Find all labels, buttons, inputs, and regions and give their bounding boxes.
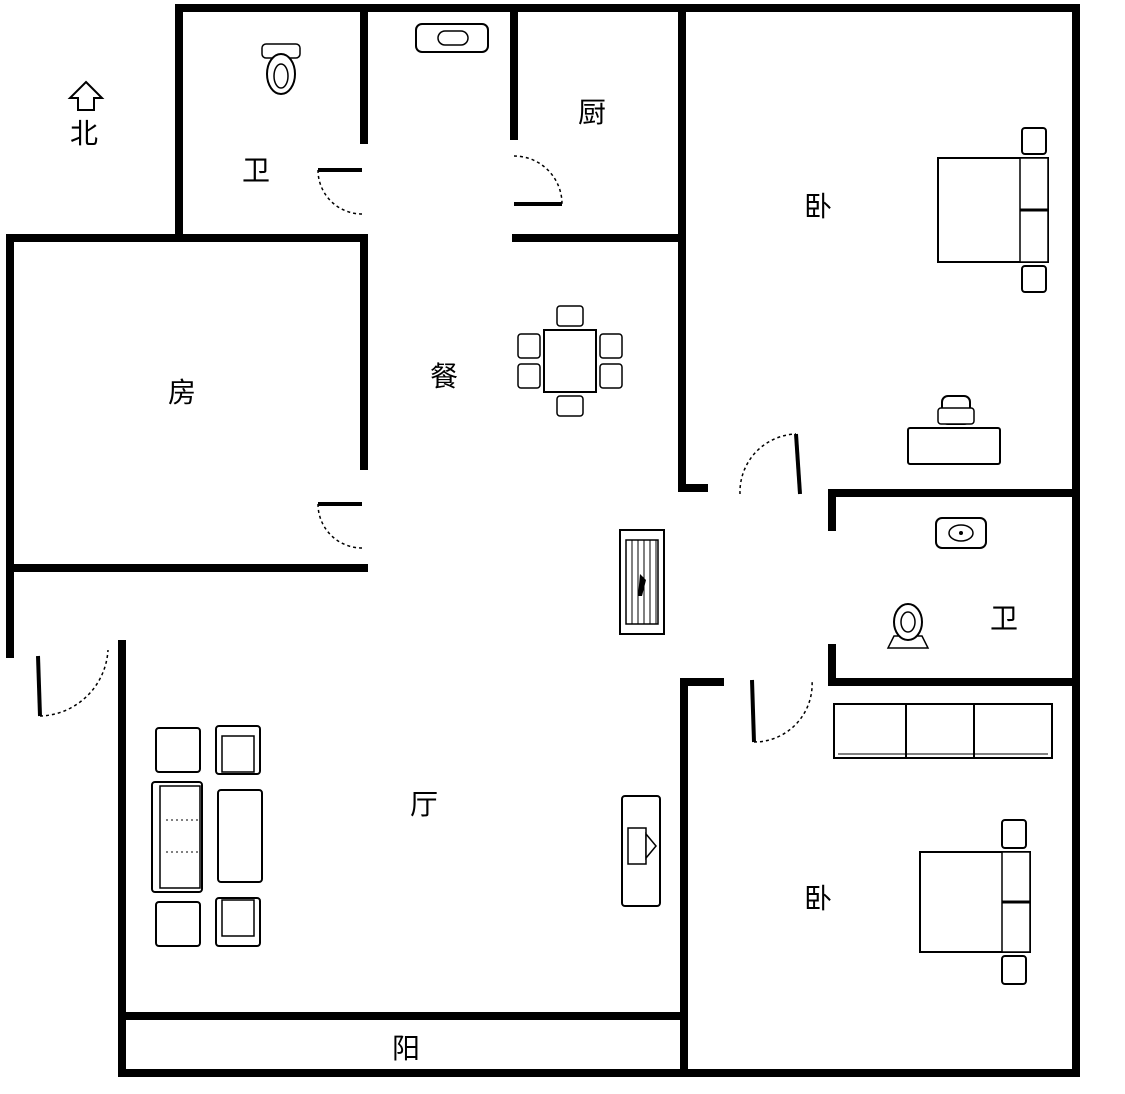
door-bath-north-swing	[317, 169, 363, 215]
cabinet-icon	[619, 529, 665, 635]
wall-bath2-south	[828, 678, 1080, 686]
wall-bath-west	[175, 4, 183, 240]
wall-study-south	[6, 564, 368, 572]
doors	[36, 155, 813, 743]
north-arrow-icon	[67, 80, 105, 111]
door-bedroom1-leaf	[794, 433, 802, 495]
door-study-swing	[317, 503, 363, 549]
sofa-set-icon	[151, 725, 263, 947]
door-bedroom2-swing	[753, 679, 813, 743]
room-label-bedroom-master: 卧	[804, 190, 832, 223]
washbasin-icon	[415, 23, 489, 53]
wall-bath2-north	[830, 489, 1080, 497]
wardrobe-icon	[833, 703, 1053, 759]
toilet-icon	[261, 43, 301, 95]
dining-table-icon	[517, 305, 623, 417]
room-label-living: 厅	[410, 788, 438, 821]
room-label-bathroom-east: 卫	[990, 602, 1018, 635]
wall-south	[118, 1069, 1080, 1077]
wall-east	[1072, 4, 1080, 1077]
wall-bed1-south-left	[678, 484, 708, 492]
double-bed-icon	[937, 127, 1049, 293]
wall-bath2-west-top	[828, 489, 836, 531]
door-entry-swing	[39, 649, 109, 717]
room-label-bedroom-second: 卧	[804, 882, 832, 915]
room-label-dining: 餐	[430, 360, 458, 393]
wall-north-top	[175, 4, 1080, 12]
wall-living-west	[118, 640, 126, 1077]
wall-kitchen-east	[678, 4, 686, 490]
wall-kitchen-west	[510, 4, 518, 140]
door-bedroom1-swing	[739, 433, 797, 495]
wall-bath2-west-bottom	[828, 644, 836, 684]
door-bedroom2-leaf	[750, 679, 756, 743]
wall-study-north	[6, 234, 368, 242]
door-entry-leaf	[36, 655, 42, 717]
wall-bed2-west	[680, 678, 688, 1077]
desk-icon	[907, 427, 1001, 465]
compass-label: 北	[70, 117, 98, 150]
toilet-east-icon	[886, 603, 930, 649]
wall-balcony-north	[118, 1012, 686, 1020]
wall-bath-east	[360, 4, 368, 144]
room-label-balcony: 阳	[392, 1032, 420, 1065]
chair-icon	[937, 395, 975, 425]
wall-study-east	[360, 234, 368, 470]
room-label-kitchen: 厨	[578, 96, 606, 129]
double-bed-2-icon	[919, 819, 1031, 985]
wall-bed2-north-left	[680, 678, 724, 686]
walls	[6, 4, 1080, 1077]
sink-icon	[935, 517, 987, 549]
tv-icon	[621, 795, 661, 907]
room-label-bathroom-north: 卫	[242, 154, 270, 187]
wall-study-west	[6, 234, 14, 658]
door-kitchen-swing	[513, 155, 563, 205]
room-label-study: 房	[168, 376, 196, 409]
wall-kitchen-south	[512, 234, 682, 242]
